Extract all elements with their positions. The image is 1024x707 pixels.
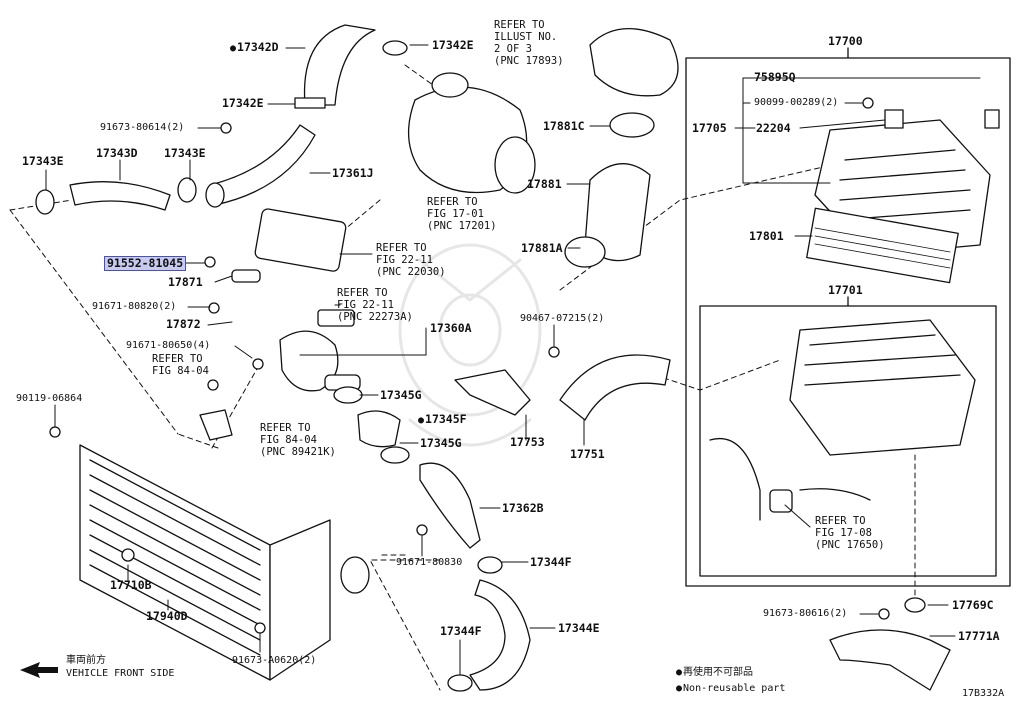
refer-note-fig-84-04-b[interactable]: REFER TO FIG 84-04 (PNC 89421K) [260,422,336,458]
part-label-17342D[interactable]: 17342D [230,41,279,55]
part-label-17345G-bot[interactable]: 17345G [420,436,462,450]
part-label-17710B[interactable]: 17710B [110,578,152,592]
front-direction-en: VEHICLE FRONT SIDE [66,668,175,679]
part-label-17701[interactable]: 17701 [828,283,863,297]
part-label-91673-80616[interactable]: 91673-80616(2) [763,608,848,619]
bolt-group [49,97,890,634]
part-label-17362B[interactable]: 17362B [502,501,544,515]
refer-note-fig-17-01[interactable]: REFER TO FIG 17-01 (PNC 17201) [427,196,497,232]
refer-note-illust[interactable]: REFER TO ILLUST NO. 2 OF 3 (PNC 17893) [494,19,564,67]
part-label-91673-80614[interactable]: 91673-80614(2) [100,122,185,133]
part-label-17753[interactable]: 17753 [510,435,545,449]
part-label-17705[interactable]: 17705 [692,121,727,135]
part-label-17771A[interactable]: 17771A [958,629,1000,643]
part-label-90467-07215[interactable]: 90467-07215(2) [520,313,605,324]
part-label-17343E-left[interactable]: 17343E [22,154,64,168]
part-label-17801[interactable]: 17801 [749,229,784,243]
part-label-17940D[interactable]: 17940D [146,609,188,623]
front-arrow-icon [20,662,58,678]
part-label-90119-06864[interactable]: 90119-06864 [16,393,83,404]
part-label-17345F[interactable]: 17345F [418,413,467,427]
legend-nonreusable-jp: 再使用不可部品 [676,667,753,678]
part-label-17344E[interactable]: 17344E [558,621,600,635]
refer-note-fig-17-08[interactable]: REFER TO FIG 17-08 (PNC 17650) [815,515,885,551]
part-label-17700[interactable]: 17700 [828,34,863,48]
legend-nonreusable-en: Non-reusable part [676,683,785,694]
refer-note-fig-22-11-a[interactable]: REFER TO FIG 22-11 (PNC 22030) [376,242,446,278]
part-label-17342E-top[interactable]: 17342E [432,38,474,52]
refer-note-fig-22-11-b[interactable]: REFER TO FIG 22-11 (PNC 22273A) [337,287,413,323]
part-label-91552-81045[interactable]: 91552-81045 [104,256,187,271]
refer-note-fig-84-04-a[interactable]: REFER TO FIG 84-04 [152,353,209,377]
part-label-17345G-top[interactable]: 17345G [380,388,422,402]
part-label-17881[interactable]: 17881 [527,177,562,191]
part-label-75895Q[interactable]: 75895Q [754,70,796,84]
part-label-17343E-mid[interactable]: 17343E [164,146,206,160]
part-label-17344F-bot[interactable]: 17344F [440,624,482,638]
part-label-17871[interactable]: 17871 [168,275,203,289]
part-label-17344F-top[interactable]: 17344F [530,555,572,569]
part-label-17361J[interactable]: 17361J [332,166,374,180]
part-label-91671-80650[interactable]: 91671-80650(4) [126,340,211,351]
part-label-91671-80820[interactable]: 91671-80820(2) [92,301,177,312]
part-label-17769C[interactable]: 17769C [952,598,994,612]
part-label-91671-80830[interactable]: 91671-80830 [396,557,463,568]
part-label-91673-A0620[interactable]: 91673-A0620(2) [232,655,317,666]
part-label-17751[interactable]: 17751 [570,447,605,461]
part-label-17881A[interactable]: 17881A [521,241,563,255]
front-direction-jp: 車両前方 [66,655,106,666]
watermark-emblem [398,243,542,447]
part-label-17881C[interactable]: 17881C [543,119,585,133]
part-label-17360A[interactable]: 17360A [430,321,472,335]
part-label-17343D[interactable]: 17343D [96,146,138,160]
figure-code: 17B332A [962,688,1005,699]
part-label-17872[interactable]: 17872 [166,317,201,331]
part-label-90099-00289[interactable]: 90099-00289(2) [754,97,839,108]
part-label-22204[interactable]: 22204 [756,121,791,135]
part-label-17342E-mid[interactable]: 17342E [222,96,264,110]
